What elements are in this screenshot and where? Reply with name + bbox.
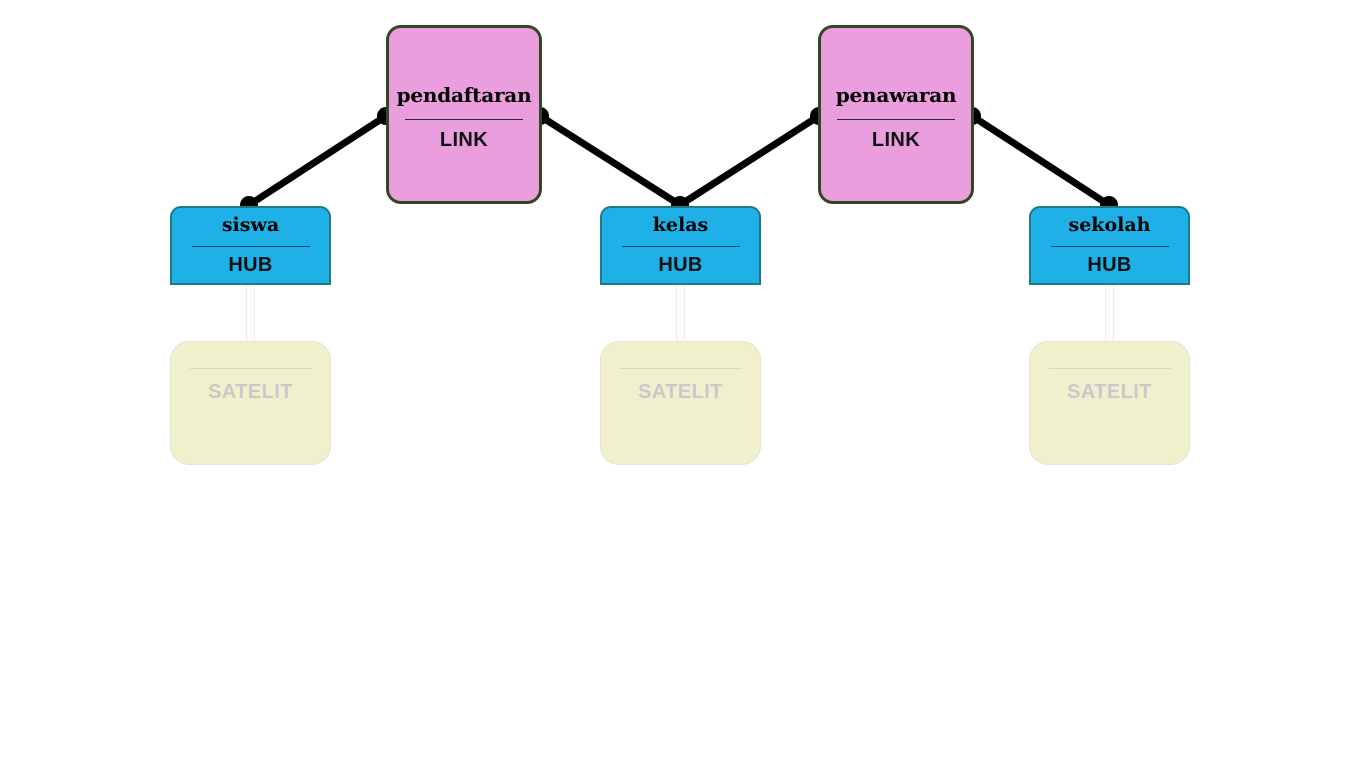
node-divider [837, 119, 955, 120]
hub-satellite-connector-sekolah [1105, 284, 1114, 342]
node-title: siswa [221, 214, 280, 236]
node-divider [189, 368, 312, 369]
node-divider [619, 368, 742, 369]
node-kind-label: SATELIT [208, 381, 293, 403]
node-hub-sekolah[interactable]: sekolah HUB [1029, 206, 1190, 285]
node-title: penawaran [835, 83, 957, 107]
node-kind-label: HUB [1087, 254, 1132, 276]
node-satellite-sekolah[interactable]: SATELIT [1029, 341, 1190, 465]
node-hub-kelas[interactable]: kelas HUB [600, 206, 761, 285]
node-kind-label: HUB [228, 254, 273, 276]
node-divider [621, 246, 740, 247]
node-link-penawaran[interactable]: penawaran LINK [818, 25, 974, 204]
node-divider [1050, 246, 1169, 247]
edge-penawaran-kelas[interactable] [676, 112, 823, 209]
node-title: kelas [652, 214, 709, 236]
node-kind-label: SATELIT [1067, 381, 1152, 403]
node-hub-siswa[interactable]: siswa HUB [170, 206, 331, 285]
node-title: pendaftaran [396, 83, 532, 107]
edge-penawaran-sekolah[interactable] [968, 112, 1113, 209]
node-divider [191, 246, 310, 247]
node-satellite-kelas[interactable]: SATELIT [600, 341, 761, 465]
hub-satellite-connector-siswa [246, 284, 255, 342]
hub-satellite-connector-kelas [676, 284, 685, 342]
node-link-pendaftaran[interactable]: pendaftaran LINK [386, 25, 542, 204]
edge-pendaftaran-kelas[interactable] [536, 112, 684, 209]
node-kind-label: SATELIT [638, 381, 723, 403]
node-title: sekolah [1068, 214, 1151, 236]
node-kind-label: LINK [871, 129, 921, 151]
edge-pendaftaran-siswa[interactable] [245, 112, 390, 209]
node-satellite-siswa[interactable]: SATELIT [170, 341, 331, 465]
node-divider [1048, 368, 1171, 369]
node-kind-label: HUB [658, 254, 703, 276]
node-kind-label: LINK [439, 129, 489, 151]
node-divider [405, 119, 523, 120]
